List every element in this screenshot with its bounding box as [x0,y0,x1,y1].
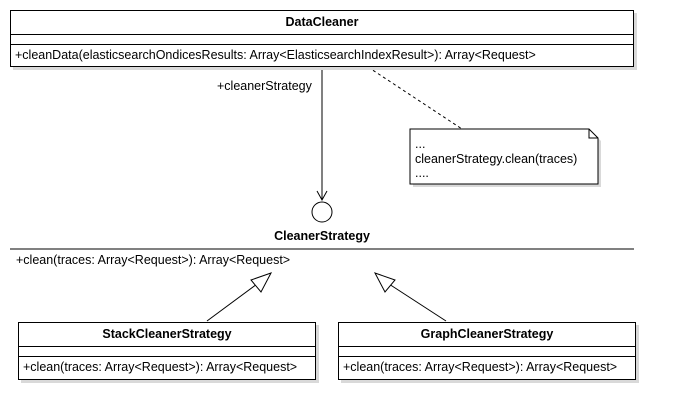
graph-realization-arrowhead [373,272,396,293]
note-fold [588,129,598,139]
stack-cleaner-strategy-name: StackCleanerStrategy [19,323,315,347]
note-line: .... [415,166,429,180]
graph-realization-line [388,283,447,322]
data-cleaner-attributes [11,35,633,45]
stack-realization-arrowhead [250,272,273,293]
graph-cleaner-strategy-class: GraphCleanerStrategy +clean(traces: Arra… [338,322,636,380]
graph-cleaner-strategy-name: GraphCleanerStrategy [339,323,635,347]
stack-cleaner-strategy-operation: +clean(traces: Array<Request>): Array<Re… [23,360,298,374]
note-anchor-line [367,66,463,130]
cleaner-strategy-operation: +clean(traces: Array<Request>): Array<Re… [16,253,291,267]
stack-cleaner-strategy-attributes [19,347,315,357]
note-line: ... [415,137,426,151]
data-cleaner-class: DataCleaner +cleanData(elasticsearchOndi… [10,10,634,67]
stack-realization-line [206,283,258,322]
graph-cleaner-strategy-attributes [339,347,635,357]
data-cleaner-name: DataCleaner [11,11,633,35]
association-role-label: +cleanerStrategy [217,79,312,93]
graph-cleaner-strategy-operation: +clean(traces: Array<Request>): Array<Re… [343,360,618,374]
note-text: ... cleanerStrategy.clean(traces) .... [415,137,577,181]
association-arrowhead [316,190,328,202]
note-shape [409,128,599,185]
data-cleaner-operation: +cleanData(elasticsearchOndicesResults: … [15,48,536,62]
note-line: cleanerStrategy.clean(traces) [415,151,578,166]
cleaner-strategy-interface-name: CleanerStrategy [274,229,370,243]
interface-lollipop-circle [311,201,333,223]
stack-cleaner-strategy-class: StackCleanerStrategy +clean(traces: Arra… [18,322,316,380]
